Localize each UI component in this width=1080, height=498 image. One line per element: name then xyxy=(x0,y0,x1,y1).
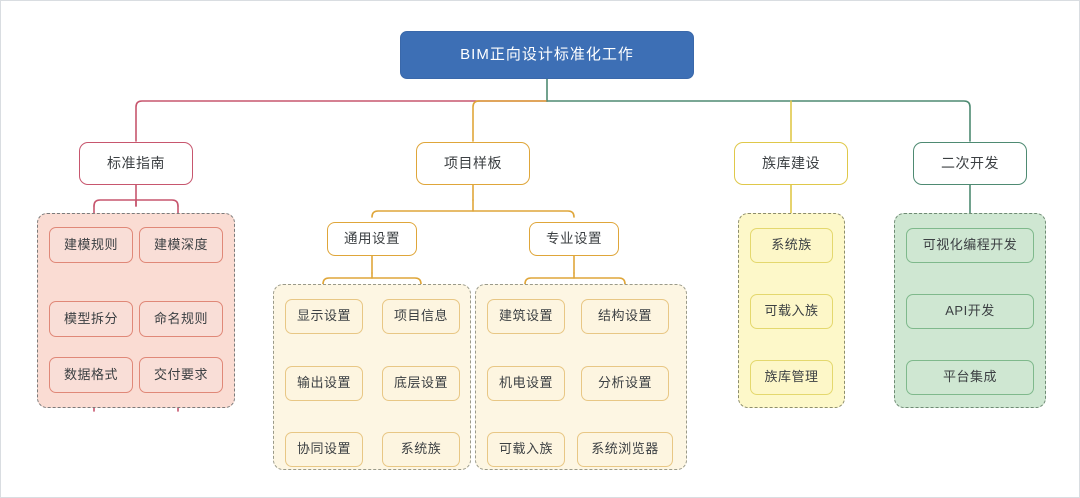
leaf-node-general-3[interactable]: 底层设置 xyxy=(382,366,460,401)
leaf-node-family-0[interactable]: 系统族 xyxy=(750,228,833,263)
leaf-node-standards-4[interactable]: 数据格式 xyxy=(49,357,133,393)
leaf-node-professional-1[interactable]: 结构设置 xyxy=(581,299,669,334)
subgroup-node-professional-settings[interactable]: 专业设置 xyxy=(529,222,619,256)
branch-node-project-template[interactable]: 项目样板 xyxy=(416,142,530,185)
leaf-node-professional-3[interactable]: 分析设置 xyxy=(581,366,669,401)
leaf-node-general-5[interactable]: 系统族 xyxy=(382,432,460,467)
leaf-node-secdev-2[interactable]: 平台集成 xyxy=(906,360,1034,395)
branch-node-standards[interactable]: 标准指南 xyxy=(79,142,193,185)
leaf-node-family-1[interactable]: 可载入族 xyxy=(750,294,833,329)
leaf-node-professional-5[interactable]: 系统浏览器 xyxy=(577,432,673,467)
root-node[interactable]: BIM正向设计标准化工作 xyxy=(400,31,694,79)
leaf-node-professional-4[interactable]: 可载入族 xyxy=(487,432,565,467)
leaf-node-standards-0[interactable]: 建模规则 xyxy=(49,227,133,263)
leaf-node-general-1[interactable]: 项目信息 xyxy=(382,299,460,334)
branch-node-family-library[interactable]: 族库建设 xyxy=(734,142,848,185)
leaf-node-standards-3[interactable]: 命名规则 xyxy=(139,301,223,337)
leaf-node-standards-5[interactable]: 交付要求 xyxy=(139,357,223,393)
subgroup-node-general-settings[interactable]: 通用设置 xyxy=(327,222,417,256)
leaf-node-family-2[interactable]: 族库管理 xyxy=(750,360,833,395)
leaf-node-general-0[interactable]: 显示设置 xyxy=(285,299,363,334)
leaf-node-professional-0[interactable]: 建筑设置 xyxy=(487,299,565,334)
leaf-node-general-2[interactable]: 输出设置 xyxy=(285,366,363,401)
leaf-node-general-4[interactable]: 协同设置 xyxy=(285,432,363,467)
leaf-node-secdev-0[interactable]: 可视化编程开发 xyxy=(906,228,1034,263)
leaf-node-standards-1[interactable]: 建模深度 xyxy=(139,227,223,263)
leaf-node-secdev-1[interactable]: API开发 xyxy=(906,294,1034,329)
branch-node-secondary-development[interactable]: 二次开发 xyxy=(913,142,1027,185)
leaf-node-standards-2[interactable]: 模型拆分 xyxy=(49,301,133,337)
leaf-node-professional-2[interactable]: 机电设置 xyxy=(487,366,565,401)
